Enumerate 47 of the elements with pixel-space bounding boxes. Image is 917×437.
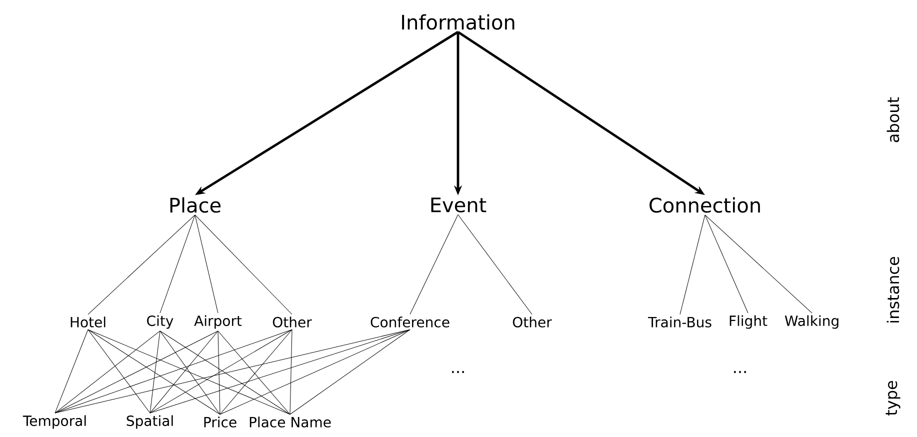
connector-line bbox=[220, 329, 410, 415]
connector-line bbox=[54, 329, 88, 414]
connector-line bbox=[150, 330, 160, 414]
node-label: Event bbox=[431, 198, 486, 212]
connector-line bbox=[150, 330, 218, 414]
connector-line bbox=[458, 214, 532, 315]
connector-line bbox=[88, 329, 290, 415]
connector-line bbox=[704, 214, 812, 314]
node-label: Walking bbox=[784, 315, 838, 329]
connector-line bbox=[290, 329, 292, 415]
node-label: Other bbox=[512, 316, 552, 328]
node-label: Price bbox=[204, 416, 236, 428]
node-label: Temporal bbox=[22, 415, 86, 429]
connector-line bbox=[88, 329, 150, 414]
node-label: Airport bbox=[194, 315, 242, 329]
level-label: instance bbox=[886, 256, 900, 322]
node-label: City bbox=[147, 315, 174, 329]
ellipsis: ... bbox=[734, 371, 746, 373]
level-label: type bbox=[886, 380, 900, 416]
node-label: Conference bbox=[370, 316, 450, 328]
node-label: Train-Bus bbox=[648, 316, 712, 328]
connector-line bbox=[680, 214, 706, 315]
connector-line bbox=[218, 330, 220, 415]
connector-line bbox=[194, 214, 218, 314]
node-label: Place Name bbox=[250, 416, 331, 428]
connector-line bbox=[150, 329, 410, 414]
connector-line bbox=[54, 330, 160, 414]
node-label: Other bbox=[272, 316, 312, 328]
connector-line bbox=[54, 330, 218, 414]
connector-line bbox=[410, 214, 458, 315]
connector-line bbox=[88, 329, 220, 415]
node-label: Spatial bbox=[126, 415, 173, 429]
connector-line bbox=[194, 214, 292, 315]
node-label: Hotel bbox=[70, 316, 106, 328]
connector-line bbox=[290, 329, 410, 415]
node-label: Information bbox=[402, 14, 514, 30]
ellipsis: ... bbox=[452, 371, 464, 373]
connector-line bbox=[88, 214, 196, 315]
connector-line bbox=[160, 330, 220, 415]
connector-line bbox=[704, 214, 748, 314]
level-label: about bbox=[886, 97, 900, 142]
connector-line bbox=[54, 329, 410, 414]
node-label: Flight bbox=[730, 315, 768, 329]
connector-line bbox=[160, 214, 196, 314]
node-label: Connection bbox=[650, 197, 760, 213]
node-label: Place bbox=[170, 197, 221, 213]
connector-line bbox=[54, 329, 292, 414]
